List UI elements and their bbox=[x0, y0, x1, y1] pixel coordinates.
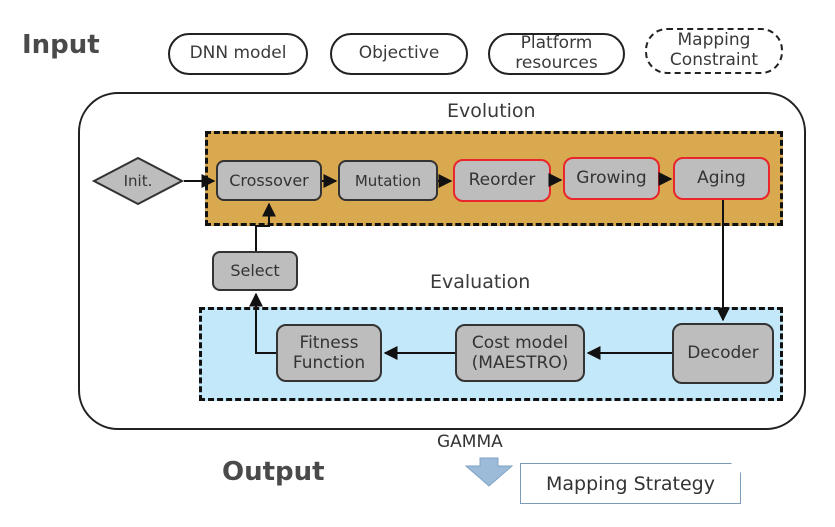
evaluation-title: Evaluation bbox=[430, 271, 531, 293]
mapping-constraint-pill: Mapping Constraint bbox=[645, 28, 783, 74]
platform-resources-pill: Platform resources bbox=[488, 33, 625, 75]
crossover-block: Crossover bbox=[216, 160, 322, 201]
gamma-label: GAMMA bbox=[437, 432, 503, 452]
cost-model-block: Cost model (MAESTRO) bbox=[455, 324, 585, 382]
input-label: Input bbox=[22, 30, 100, 60]
init-label: Init. bbox=[123, 172, 153, 190]
mapping-strategy-fold bbox=[731, 463, 741, 473]
objective-pill: Objective bbox=[330, 33, 468, 75]
mutation-block: Mutation bbox=[338, 160, 438, 201]
output-arrow-shape bbox=[464, 457, 514, 487]
reorder-block: Reorder bbox=[453, 159, 551, 202]
growing-block: Growing bbox=[563, 157, 660, 200]
diamond-shape bbox=[91, 156, 185, 206]
dnn-model-pill: DNN model bbox=[168, 33, 308, 75]
output-label: Output bbox=[222, 457, 325, 487]
mapping-strategy-box: Mapping Strategy bbox=[520, 463, 741, 504]
decoder-block: Decoder bbox=[672, 323, 774, 384]
select-block: Select bbox=[212, 251, 298, 291]
evolution-title: Evolution bbox=[447, 100, 536, 122]
fitness-function-block: Fitness Function bbox=[276, 324, 382, 382]
init-diamond: Init. bbox=[91, 156, 185, 206]
aging-block: Aging bbox=[673, 157, 770, 200]
